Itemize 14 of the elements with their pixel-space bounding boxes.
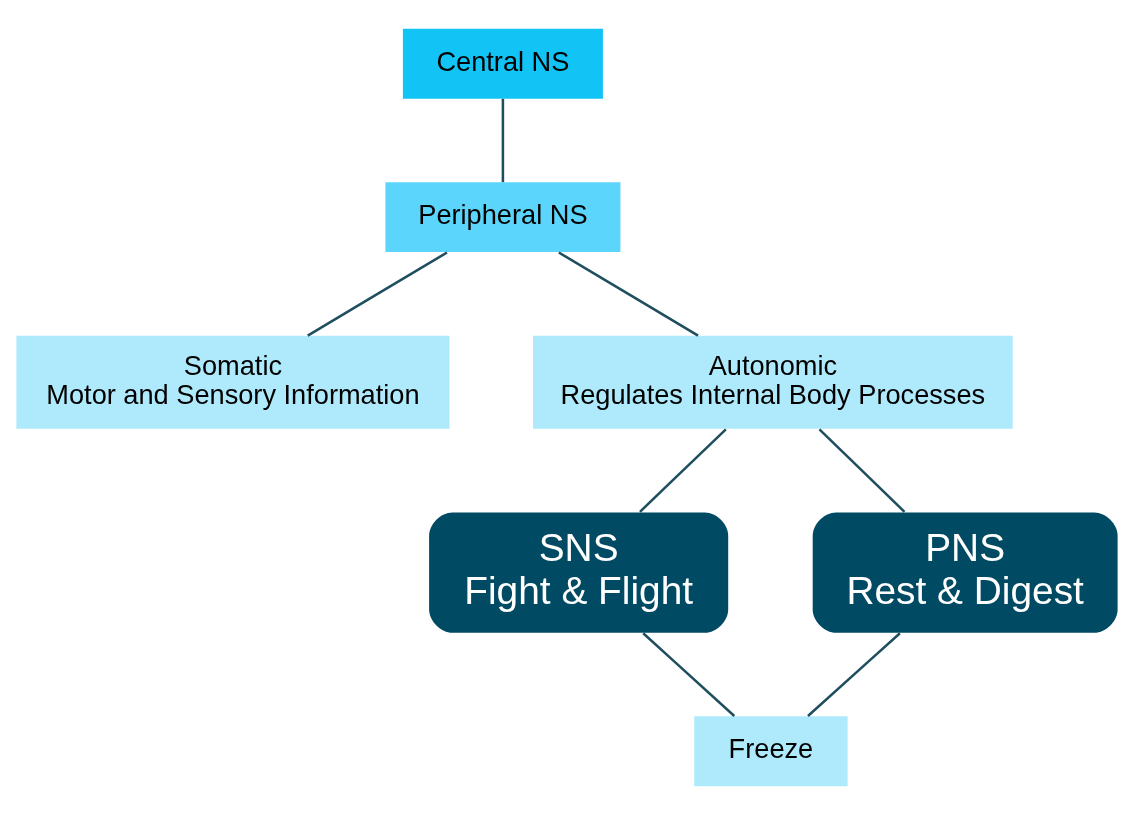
connector [307,251,448,337]
connector [807,632,901,717]
node-box: Central NS [402,28,603,99]
connector [642,632,736,717]
connector [558,251,699,337]
node-box: Peripheral NS [385,182,621,253]
connector [501,98,505,183]
node-box: Autonomic Regulates Internal Body Processes [533,335,1013,429]
connector [818,428,906,513]
node-box: Somatic Motor and Sensory Information [16,335,450,429]
node-box: SNS Fight & Flight [429,512,729,633]
node-box: PNS Rest & Digest [812,512,1118,633]
connector [639,428,727,513]
node-box: Freeze [694,716,848,787]
